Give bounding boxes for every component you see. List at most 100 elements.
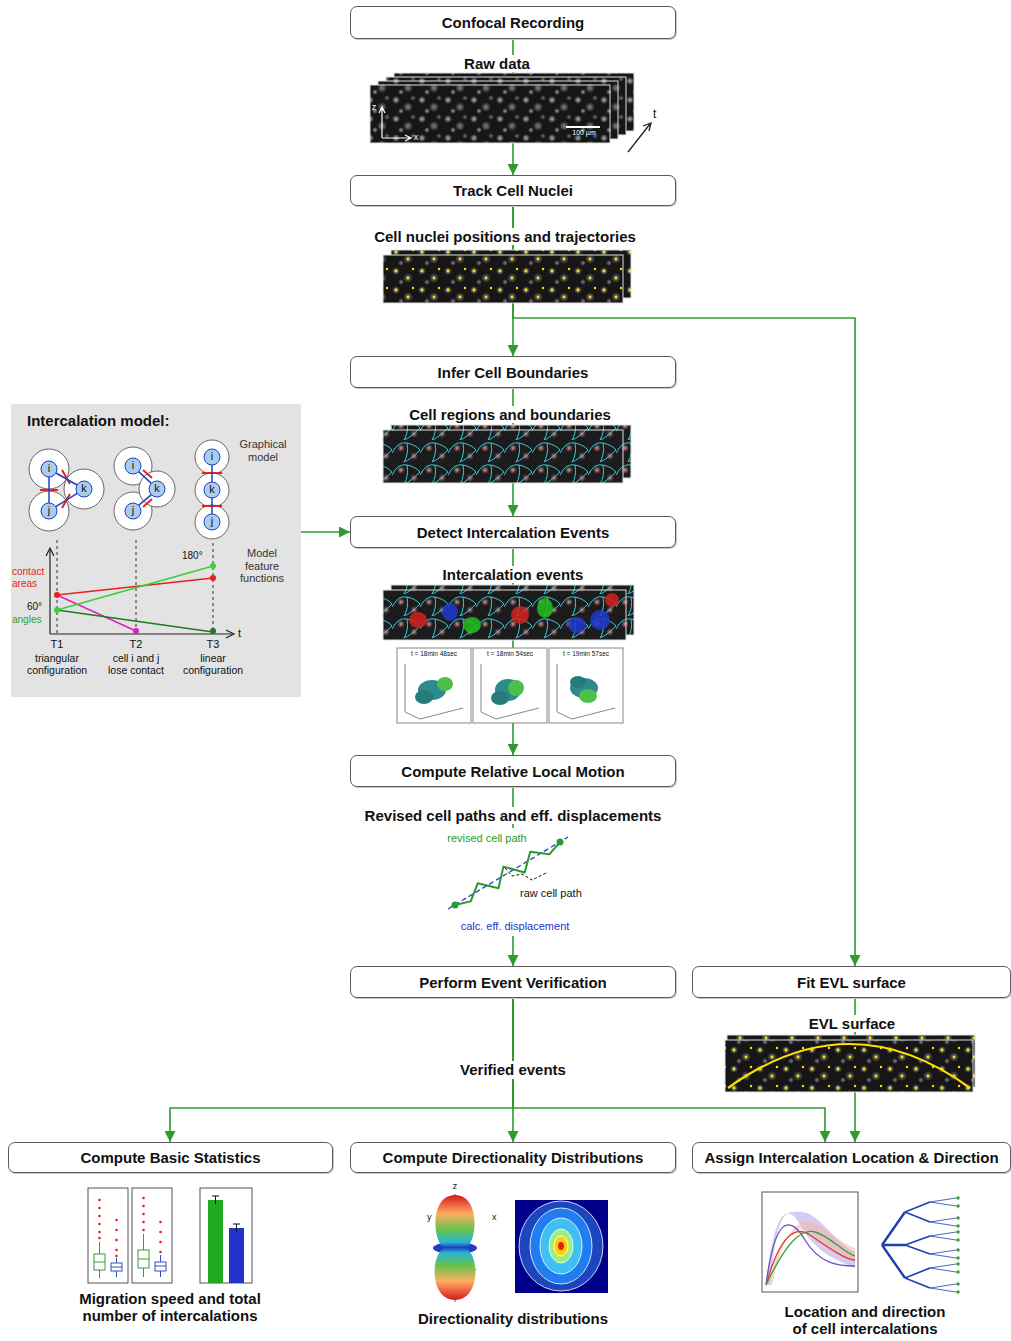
statistics-plots bbox=[98, 1215, 101, 1218]
side-note: Graphical model bbox=[234, 438, 292, 463]
cell-node bbox=[149, 481, 165, 497]
feature-name: contact areas bbox=[12, 566, 50, 589]
intercalating-cells bbox=[463, 617, 481, 633]
location-plots bbox=[766, 1225, 855, 1285]
flow-arrow bbox=[301, 531, 350, 533]
path-label: revised cell path bbox=[447, 832, 527, 845]
directionality-heatmap bbox=[540, 1218, 582, 1274]
cell-node bbox=[204, 449, 220, 465]
time-arrow bbox=[628, 123, 651, 152]
process-box: Track Cell Nuclei bbox=[350, 175, 676, 206]
directionality-plot bbox=[433, 1194, 477, 1302]
cell-letter: j bbox=[211, 515, 213, 528]
cell-node bbox=[41, 449, 220, 530]
location-plots bbox=[956, 1216, 960, 1220]
nuclei-image bbox=[383, 255, 623, 303]
edge-label: Verified events bbox=[457, 1061, 569, 1078]
statistics-plots bbox=[155, 1255, 166, 1277]
location-plots bbox=[930, 1198, 956, 1292]
path-figure bbox=[557, 839, 564, 846]
stage-caption: triangular configuration bbox=[24, 652, 90, 676]
evl-surface-curve bbox=[728, 1044, 970, 1088]
output-caption: Migration speed and total number of inte… bbox=[59, 1290, 281, 1324]
event-3d-plot bbox=[549, 648, 623, 723]
event-3d-plot bbox=[397, 648, 471, 723]
angle-value: 180° bbox=[182, 550, 203, 562]
event-3d-plot bbox=[570, 676, 586, 688]
location-plots bbox=[882, 1212, 905, 1278]
panel-heading: Intercalation model: bbox=[27, 412, 285, 429]
raw-data-stack bbox=[370, 73, 634, 143]
path-figure bbox=[505, 868, 548, 880]
event-3d-plot bbox=[579, 689, 597, 703]
process-box: Perform Event Verification bbox=[350, 966, 676, 998]
statistics-plots bbox=[115, 1229, 118, 1232]
box-label: Perform Event Verification bbox=[419, 974, 607, 991]
raw-data-stack bbox=[370, 85, 610, 143]
axis-label: t bbox=[653, 108, 656, 122]
graph-axes bbox=[226, 630, 234, 638]
cell-node bbox=[41, 503, 57, 519]
feature-point bbox=[54, 592, 60, 598]
graph-link bbox=[48, 477, 50, 503]
feature-point bbox=[210, 575, 216, 581]
angle-value: 60° bbox=[27, 601, 42, 613]
path-label: raw cell path bbox=[520, 887, 582, 900]
directionality-heatmap bbox=[549, 1229, 573, 1263]
statistics-plots bbox=[98, 1237, 101, 1240]
intercalating-cells bbox=[590, 610, 610, 630]
event-3d-plot bbox=[405, 664, 463, 719]
location-plots bbox=[956, 1238, 960, 1242]
time-point: T2 bbox=[130, 638, 143, 651]
location-plots bbox=[956, 1290, 960, 1294]
box-label: Assign Intercalation Location & Directio… bbox=[704, 1149, 998, 1166]
location-plots bbox=[956, 1262, 960, 1266]
box-label: Compute Directionality Distributions bbox=[383, 1149, 644, 1166]
image-heading: Revised cell paths and eff. displacement… bbox=[362, 807, 665, 824]
statistics-plots bbox=[200, 1188, 252, 1283]
statistics-plots bbox=[142, 1197, 145, 1200]
directionality-heatmap bbox=[515, 1200, 608, 1293]
event-3d-plot bbox=[508, 680, 524, 696]
feature-point bbox=[54, 563, 216, 634]
feature-point bbox=[210, 563, 216, 569]
time-point: T1 bbox=[51, 638, 64, 651]
box-label: Track Cell Nuclei bbox=[453, 182, 573, 199]
statistics-plots bbox=[159, 1221, 162, 1224]
location-plots bbox=[956, 1230, 960, 1234]
location-plots bbox=[766, 1212, 855, 1285]
graph-link bbox=[211, 498, 213, 514]
image-heading: EVL surface bbox=[806, 1015, 898, 1032]
statistics-plots bbox=[98, 1223, 101, 1226]
graph-axes bbox=[46, 548, 54, 556]
location-plots bbox=[768, 1221, 855, 1285]
image-heading: Intercalation events bbox=[440, 566, 587, 583]
box-label: Detect Intercalation Events bbox=[417, 524, 610, 541]
time-stamp: t = 18min 48sec bbox=[411, 650, 457, 657]
process-box: Compute Directionality Distributions bbox=[350, 1142, 676, 1173]
intercalating-cells bbox=[409, 593, 619, 633]
cell-outline bbox=[139, 471, 175, 507]
statistics-plots bbox=[115, 1219, 118, 1222]
box-label: Infer Cell Boundaries bbox=[438, 364, 589, 381]
statistics-plots bbox=[142, 1229, 145, 1232]
graph-axes bbox=[46, 548, 234, 638]
event-3d-plot bbox=[491, 691, 509, 705]
statistics-plots bbox=[159, 1241, 162, 1244]
path-figure bbox=[430, 828, 590, 936]
feature-curve bbox=[57, 595, 136, 631]
feature-curve bbox=[57, 566, 213, 610]
graph-link bbox=[56, 473, 77, 485]
cell-letter: i bbox=[48, 462, 50, 475]
graph-link bbox=[56, 493, 77, 506]
stage-caption: linear configuration bbox=[180, 652, 246, 676]
process-box: Infer Cell Boundaries bbox=[350, 356, 676, 388]
scale-label: 100 µm bbox=[572, 129, 596, 137]
box-label: Fit EVL surface bbox=[797, 974, 906, 991]
location-plots bbox=[956, 1196, 960, 1294]
axis-label: z bbox=[453, 1181, 458, 1191]
axis-arrows bbox=[566, 126, 600, 128]
cell-outline bbox=[64, 469, 104, 509]
intercalating-cells bbox=[537, 598, 553, 618]
cell-node bbox=[125, 458, 141, 474]
